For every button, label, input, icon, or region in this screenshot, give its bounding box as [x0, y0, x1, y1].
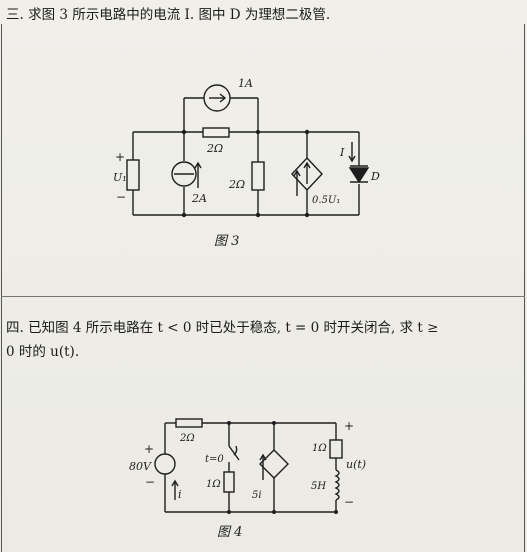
label-out-minus: −	[344, 495, 354, 509]
node-dot-5	[255, 212, 261, 218]
label-r-series: 2Ω	[179, 433, 195, 444]
current-i-arrow-head-fig4	[171, 479, 179, 487]
node-dot-2	[255, 129, 261, 135]
node-dot-3	[304, 129, 310, 135]
fig4-node-5	[334, 510, 338, 514]
current-i-arrow-head	[348, 155, 356, 163]
label-r-top: 2Ω	[206, 142, 223, 155]
dep-side-arrow-head	[293, 169, 301, 177]
dependent-source-diamond	[291, 156, 323, 192]
label-inductor: 5H	[311, 481, 326, 492]
label-switch: t=0	[205, 454, 224, 465]
dep-arrow-head	[303, 161, 311, 169]
label-out-plus: +	[344, 419, 354, 433]
problem-3-text: 三. 求图 3 所示电路中的电流 I. 图中 D 为理想二极管.	[6, 7, 331, 23]
current-source-1a	[203, 84, 231, 112]
resistor-u1	[126, 159, 140, 191]
label-r-right: 1Ω	[312, 443, 327, 454]
node-dot-6	[304, 212, 310, 218]
fig4-resistor-1ohm-right	[329, 439, 343, 459]
node-dot-1	[181, 129, 187, 135]
fig4-node-1	[227, 421, 231, 425]
arrow-1a-head	[219, 93, 227, 103]
label-2a: 2A	[191, 192, 207, 205]
label-u-t: u(t)	[346, 458, 366, 471]
resistor-mid-2ohm	[251, 161, 265, 191]
current-source-2a	[171, 161, 197, 187]
label-r-switch: 1Ω	[206, 479, 221, 490]
frame-right-border	[524, 24, 525, 552]
label-minus: −	[116, 190, 126, 204]
label-v-plus: +	[144, 442, 154, 456]
label-dep-5i: 5i	[252, 490, 262, 501]
fig4-node-2	[272, 421, 276, 425]
fig4-resistor-1ohm-switch	[223, 471, 235, 493]
label-dependent: 0.5U₁	[312, 195, 340, 206]
fig4-inductor-5h	[334, 469, 340, 501]
label-diode: D	[370, 170, 380, 183]
fig4-node-3	[227, 510, 231, 514]
problem-4-line-1: 四. 已知图 4 所示电路在 t < 0 时已处于稳态, t = 0 时开关闭合…	[6, 320, 439, 336]
label-plus: +	[115, 150, 125, 164]
node-dot-4	[181, 212, 187, 218]
voltage-source-80v	[154, 453, 176, 475]
fig4-dependent-source	[259, 449, 289, 479]
label-r-mid: 2Ω	[228, 178, 245, 191]
caption-figure-3: 图 3	[214, 234, 239, 249]
problem-4-line-2: 0 时的 u(t).	[6, 344, 80, 360]
dep4-arrow-head	[259, 453, 267, 461]
label-80v: 80V	[129, 460, 152, 473]
problem-4-text: 四. 已知图 4 所示电路在 t < 0 时已处于稳态, t = 0 时开关闭合…	[6, 316, 518, 364]
section-divider	[1, 296, 525, 297]
arrow-2a-head	[194, 161, 202, 169]
label-v-minus: −	[145, 475, 155, 489]
caption-figure-4: 图 4	[217, 525, 242, 540]
diode-triangle	[348, 167, 370, 184]
frame-left-border	[1, 24, 2, 552]
switch-arc	[233, 445, 238, 456]
switch-blade	[228, 445, 240, 461]
label-current-i-fig4: i	[178, 488, 182, 501]
label-u1: U₁	[113, 171, 127, 184]
label-current-i: I	[339, 146, 345, 159]
resistor-top-2ohm	[202, 127, 230, 138]
fig4-resistor-2ohm	[175, 418, 203, 428]
label-1a: 1A	[238, 77, 253, 90]
fig4-node-4	[272, 510, 276, 514]
